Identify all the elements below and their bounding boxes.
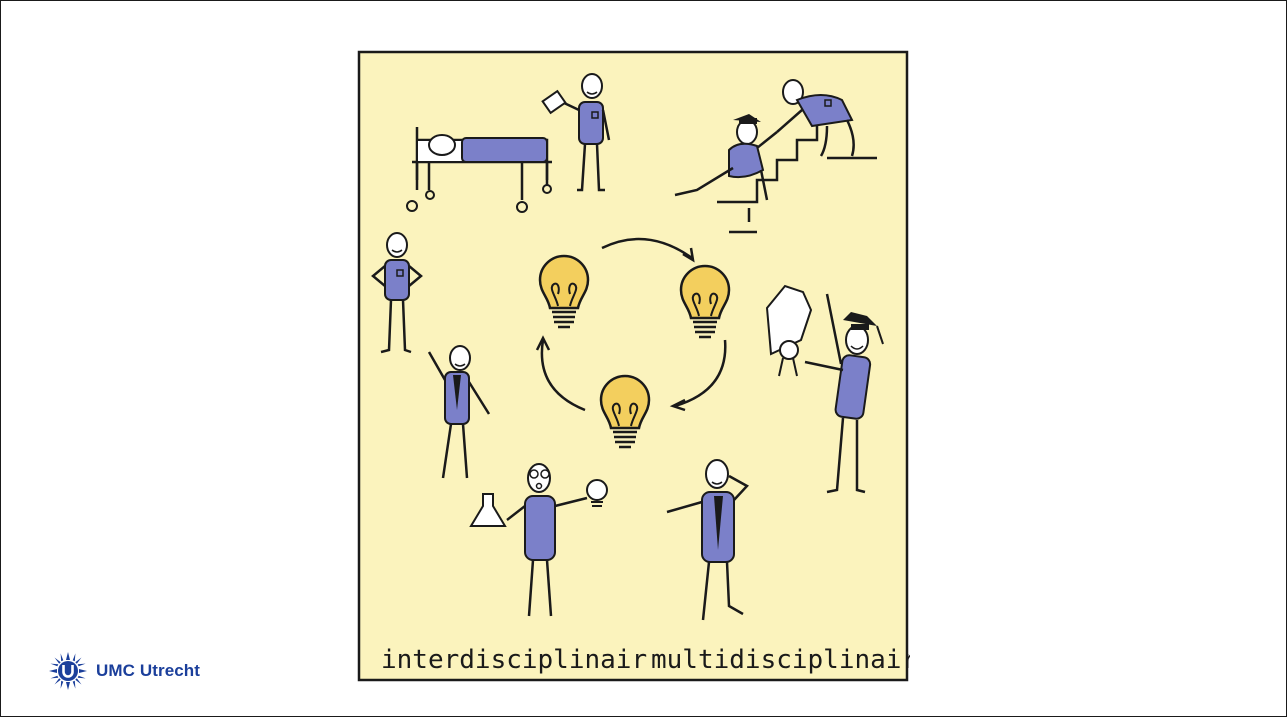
nurse-figure [541, 73, 611, 192]
umc-sun-logo-icon [49, 652, 87, 690]
umc-utrecht-logo: UMC Utrecht [48, 649, 200, 693]
idea-cycle [535, 237, 731, 449]
illustration: interdisciplinair multidisciplinair [357, 50, 910, 682]
mentor-helping-student-figure [674, 79, 877, 234]
waving-figure-with-tie [427, 345, 491, 479]
standing-figure-left [371, 232, 423, 354]
patient-in-bed-figure [406, 127, 552, 213]
thinking-figure-with-tie [666, 459, 750, 621]
graduate-with-diploma-figure [765, 284, 884, 494]
label-multidisciplinair: multidisciplinair [651, 645, 910, 675]
scientist-with-flask-figure [469, 463, 608, 617]
label-interdisciplinair: interdisciplinair [381, 645, 647, 675]
logo-text: UMC Utrecht [96, 661, 201, 680]
